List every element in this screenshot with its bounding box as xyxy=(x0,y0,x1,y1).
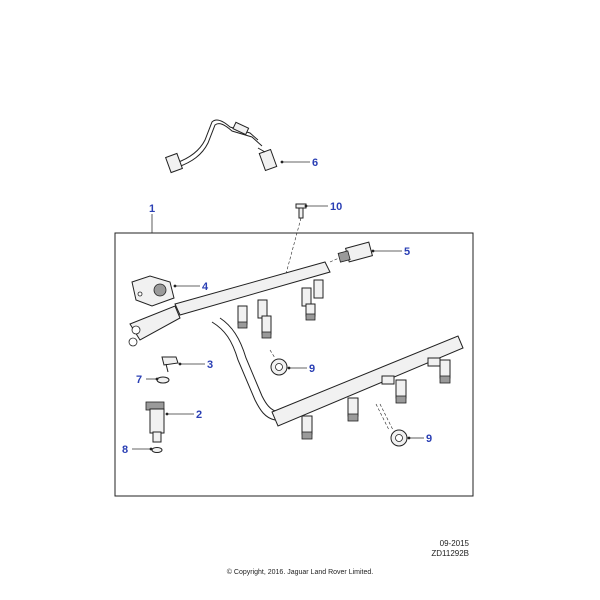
reference-code: ZD11292B xyxy=(431,549,469,558)
assembly-frame xyxy=(114,232,474,497)
callout-5: 5 xyxy=(404,246,410,258)
callout-6: 6 xyxy=(312,157,318,169)
injector-clip xyxy=(161,356,179,373)
fuel-injector xyxy=(145,401,165,443)
callout-7: 7 xyxy=(136,374,142,386)
callout-2: 2 xyxy=(196,409,202,421)
callout-1: 1 xyxy=(149,203,155,215)
callout-4: 4 xyxy=(202,281,209,293)
callout-8: 8 xyxy=(122,444,128,456)
lower-fuel-rail xyxy=(271,335,464,440)
upper-fuel-rail xyxy=(128,261,331,347)
wiring-harness xyxy=(164,119,278,174)
callouts: 6 10 1 5 4 3 9 7 2 9 8 xyxy=(122,157,432,456)
crossover-pipe xyxy=(211,317,279,421)
pressure-sensor xyxy=(329,241,374,263)
o-ring-upper xyxy=(156,376,170,384)
date-code: 09-2015 xyxy=(439,539,469,548)
pressure-damper xyxy=(131,275,175,307)
callout-3: 3 xyxy=(207,359,213,371)
callout-9-upper: 9 xyxy=(309,363,315,375)
o-ring-lower xyxy=(151,447,163,453)
injector-seal-lower xyxy=(375,403,408,447)
copyright-notice: © Copyright, 2016. Jaguar Land Rover Lim… xyxy=(226,569,374,576)
injector-seal-upper xyxy=(269,349,288,376)
callout-10: 10 xyxy=(330,201,342,213)
callout-9-lower: 9 xyxy=(426,433,432,445)
